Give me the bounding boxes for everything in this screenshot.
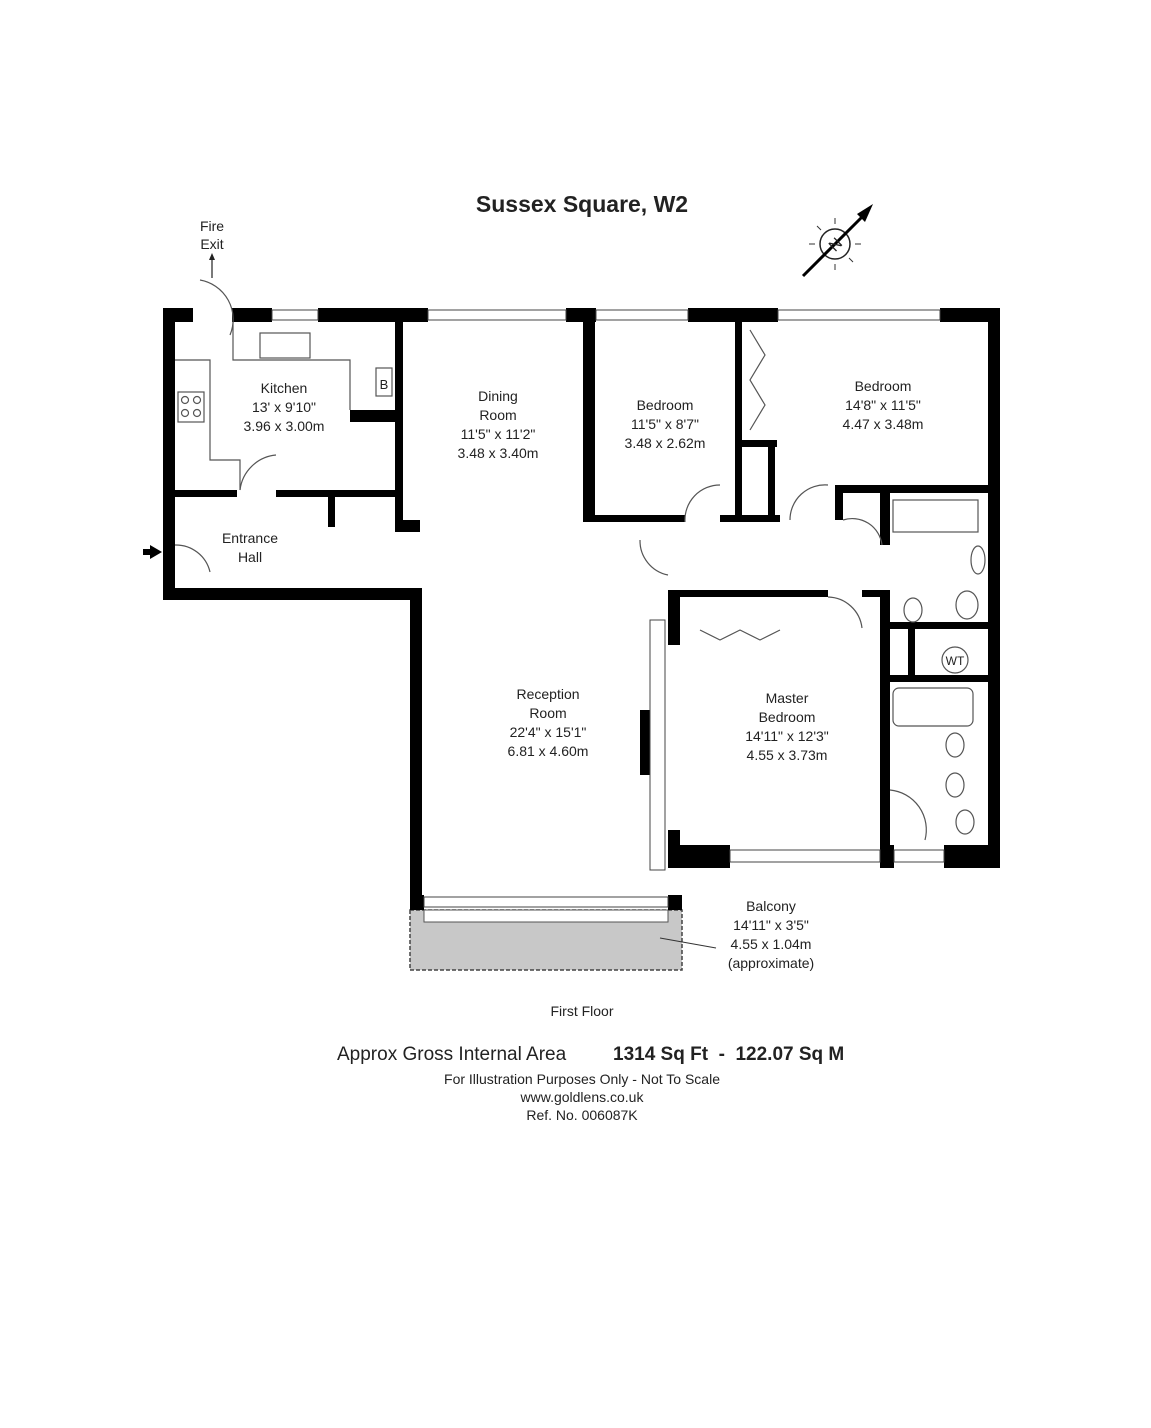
- svg-text:Bedroom: Bedroom: [759, 709, 816, 725]
- svg-text:4.55 x 3.73m: 4.55 x 3.73m: [747, 747, 828, 763]
- boiler-label: B: [380, 377, 389, 392]
- svg-text:13' x 9'10": 13' x 9'10": [252, 399, 316, 415]
- website: www.goldlens.co.uk: [520, 1089, 645, 1105]
- floor-label: First Floor: [551, 1003, 614, 1019]
- svg-text:4.47 x 3.48m: 4.47 x 3.48m: [843, 416, 924, 432]
- room-bedroom-1: Bedroom 11'5" x 8'7" 3.48 x 2.62m: [625, 397, 706, 451]
- room-dining: Dining Room 11'5" x 11'2" 3.48 x 3.40m: [458, 388, 539, 461]
- svg-text:11'5" x 11'2": 11'5" x 11'2": [461, 426, 536, 442]
- windows: [271, 309, 945, 908]
- svg-text:14'8" x 11'5": 14'8" x 11'5": [845, 397, 921, 413]
- svg-text:(approximate): (approximate): [728, 955, 814, 971]
- svg-text:3.48 x 3.40m: 3.48 x 3.40m: [458, 445, 539, 461]
- svg-text:Reception: Reception: [516, 686, 579, 702]
- disclaimer: For Illustration Purposes Only - Not To …: [444, 1071, 720, 1087]
- svg-text:Room: Room: [479, 407, 516, 423]
- svg-text:22'4" x 15'1": 22'4" x 15'1": [510, 724, 587, 740]
- svg-text:Hall: Hall: [238, 549, 262, 565]
- bathroom-fittings: WT: [639, 329, 986, 841]
- room-reception: Reception Room 22'4" x 15'1" 6.81 x 4.60…: [508, 686, 589, 759]
- room-master-bedroom: Master Bedroom 14'11" x 12'3" 4.55 x 3.7…: [745, 690, 829, 763]
- svg-text:Kitchen: Kitchen: [261, 380, 308, 396]
- svg-text:3.96 x 3.00m: 3.96 x 3.00m: [244, 418, 325, 434]
- svg-text:3.48 x 2.62m: 3.48 x 2.62m: [625, 435, 706, 451]
- room-bedroom-2: Bedroom 14'8" x 11'5" 4.47 x 3.48m: [843, 378, 924, 432]
- compass-icon: N: [801, 204, 873, 278]
- svg-text:Room: Room: [529, 705, 566, 721]
- svg-text:4.55 x 1.04m: 4.55 x 1.04m: [731, 936, 812, 952]
- svg-text:11'5" x 8'7": 11'5" x 8'7": [631, 416, 699, 432]
- water-tank-label: WT: [946, 654, 965, 668]
- water-tank-icon: [941, 646, 969, 674]
- boiler-icon: [375, 367, 393, 397]
- svg-text:Bedroom: Bedroom: [637, 397, 694, 413]
- kitchen-units: B: [143, 279, 393, 573]
- svg-text:Entrance: Entrance: [222, 530, 278, 546]
- svg-text:6.81 x 4.60m: 6.81 x 4.60m: [508, 743, 589, 759]
- plan-title: Sussex Square, W2: [476, 191, 688, 217]
- reference-number: Ref. No. 006087K: [526, 1107, 638, 1123]
- room-balcony: Balcony 14'11" x 3'5" 4.55 x 1.04m (appr…: [659, 898, 814, 971]
- room-entrance-hall: Entrance Hall: [222, 530, 278, 565]
- svg-text:Master: Master: [766, 690, 809, 706]
- svg-text:14'11" x 3'5": 14'11" x 3'5": [733, 917, 809, 933]
- room-kitchen: Kitchen 13' x 9'10" 3.96 x 3.00m: [244, 380, 325, 434]
- svg-text:14'11" x 12'3": 14'11" x 12'3": [745, 728, 829, 744]
- svg-text:Balcony: Balcony: [746, 898, 796, 914]
- fire-exit-label: Exit: [200, 236, 223, 252]
- walls: [163, 308, 1000, 910]
- fire-exit-label: Fire: [200, 218, 224, 234]
- area-label: Approx Gross Internal Area: [337, 1044, 567, 1065]
- area-value: 1314 Sq Ft - 122.07 Sq M: [613, 1044, 844, 1065]
- svg-text:Bedroom: Bedroom: [855, 378, 912, 394]
- entrance-arrow-icon: [150, 545, 162, 559]
- svg-text:Dining: Dining: [478, 388, 518, 404]
